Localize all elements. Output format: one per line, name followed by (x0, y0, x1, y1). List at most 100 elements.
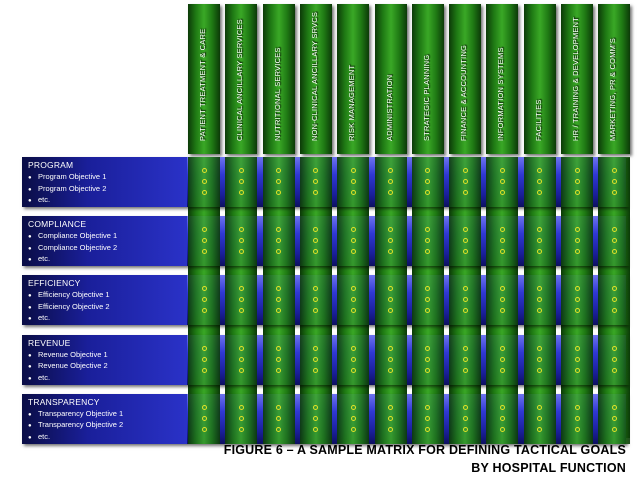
matrix-cell (225, 216, 258, 267)
circle-marker-icon (238, 426, 244, 432)
circle-marker-icon (574, 415, 580, 421)
circle-marker-icon (388, 238, 393, 244)
objective-text: Transparency Objective 2 (38, 420, 124, 430)
matrix-cell (225, 334, 258, 385)
column-label: NON-CLINICAL ANCILLARY SRVCS (309, 11, 319, 141)
objective-item: ●Compliance Objective 1 (28, 231, 117, 243)
bullet-icon: ● (28, 423, 32, 430)
circle-marker-icon (276, 345, 282, 351)
circle-marker-icon (499, 308, 505, 314)
row-header: EFFICIENCY●Efficiency Objective 1●Effici… (22, 275, 187, 326)
objective-item: ●Transparency Objective 1 (28, 409, 123, 421)
circle-marker-icon (425, 168, 431, 173)
circle-marker-icon (201, 415, 207, 421)
circle-marker-icon (201, 426, 207, 432)
column-header: HR / TRAINING & DEVELOPMENT (561, 4, 593, 154)
circle-marker-icon (462, 367, 468, 373)
circle-marker-icon (425, 238, 431, 244)
circle-marker-icon (350, 190, 356, 195)
circle-marker-icon (313, 179, 319, 184)
circle-marker-icon (276, 367, 282, 373)
circle-marker-icon (574, 227, 580, 233)
circle-marker-icon (537, 345, 543, 351)
matrix-cell (299, 275, 332, 326)
circle-marker-icon (276, 297, 282, 303)
circle-marker-icon (276, 179, 282, 184)
circle-marker-icon (425, 190, 431, 195)
circle-marker-icon (238, 249, 244, 255)
matrix-cell (598, 275, 631, 326)
circle-marker-icon (537, 249, 543, 255)
objective-item: ●etc. (28, 373, 108, 385)
bullet-icon: ● (28, 257, 32, 264)
circle-marker-icon (201, 345, 207, 351)
circle-marker-icon (313, 168, 319, 173)
matrix-cell (486, 334, 519, 385)
objective-item: ●Compliance Objective 2 (28, 243, 117, 255)
objective-item: ●etc. (28, 195, 106, 207)
circle-marker-icon (201, 297, 207, 303)
bullet-icon: ● (28, 245, 32, 252)
matrix-cell (262, 393, 295, 444)
objective-item: ●etc. (28, 313, 110, 325)
circle-marker-icon (499, 356, 505, 362)
objective-item: ● Transparency Objective 2 (28, 420, 123, 432)
circle-marker-icon (499, 286, 505, 292)
circle-marker-icon (313, 356, 319, 362)
circle-marker-icon (611, 404, 617, 410)
circle-marker-icon (201, 168, 207, 173)
column-label: FACILITIES (533, 99, 543, 141)
matrix-cell (188, 334, 220, 385)
objective-list: ●Transparency Objective 1 ● Transparency O… (28, 409, 123, 444)
circle-marker-icon (238, 415, 244, 421)
circle-marker-icon (574, 404, 580, 410)
matrix-cell (486, 157, 519, 207)
circle-marker-icon (611, 367, 617, 373)
circle-marker-icon (350, 238, 356, 244)
row-header: REVENUE●Revenue Objective 1●Revenue Obje… (22, 334, 187, 385)
row-title: PROGRAM (28, 160, 74, 170)
matrix-cell (486, 216, 519, 267)
bullet-icon: ● (28, 352, 32, 359)
bullet-icon: ● (28, 186, 32, 193)
circle-marker-icon (313, 227, 319, 233)
matrix-cell (337, 157, 370, 207)
circle-marker-icon (276, 404, 282, 410)
objective-item: ●Program Objective 2 (28, 184, 106, 196)
circle-marker-icon (611, 249, 617, 255)
circle-marker-icon (425, 415, 431, 421)
column-header: NON-CLINICAL ANCILLARY SRVCS (299, 4, 332, 154)
circle-marker-icon (537, 168, 543, 173)
circle-marker-icon (462, 415, 468, 421)
circle-marker-icon (462, 286, 468, 292)
circle-marker-icon (499, 238, 505, 244)
circle-marker-icon (201, 227, 207, 233)
column-label: CLINICAL ANCILLARY SERVICES (235, 19, 245, 141)
circle-marker-icon (537, 404, 543, 410)
circle-marker-icon (499, 426, 505, 432)
column-label: RISK MANAGEMENT (347, 64, 357, 141)
circle-marker-icon (499, 415, 505, 421)
circle-marker-icon (462, 404, 468, 410)
circle-marker-icon (388, 367, 393, 373)
objective-list: ●Compliance Objective 1●Compliance Objec… (28, 231, 117, 266)
circle-marker-icon (201, 286, 207, 292)
matrix-cell (411, 334, 444, 385)
objective-text: etc. (38, 431, 51, 441)
row-title: TRANSPARENCY (28, 396, 100, 407)
matrix-cell (337, 334, 370, 385)
circle-marker-icon (313, 190, 319, 195)
objective-text: Efficiency Objective 1 (38, 290, 110, 300)
circle-marker-icon (462, 238, 468, 244)
row-title: REVENUE (28, 337, 71, 348)
matrix-cell (561, 393, 593, 444)
circle-marker-icon (238, 367, 244, 373)
matrix-cell (411, 216, 444, 267)
objective-list: ●Efficiency Objective 1●Efficiency Objec… (28, 290, 110, 325)
objective-text: etc. (38, 254, 51, 264)
column-label: MARKETING, PR & COMM'S (608, 38, 618, 141)
bullet-icon: ● (28, 364, 32, 371)
circle-marker-icon (238, 238, 244, 244)
circle-marker-icon (388, 308, 393, 314)
matrix-cell (598, 216, 631, 267)
